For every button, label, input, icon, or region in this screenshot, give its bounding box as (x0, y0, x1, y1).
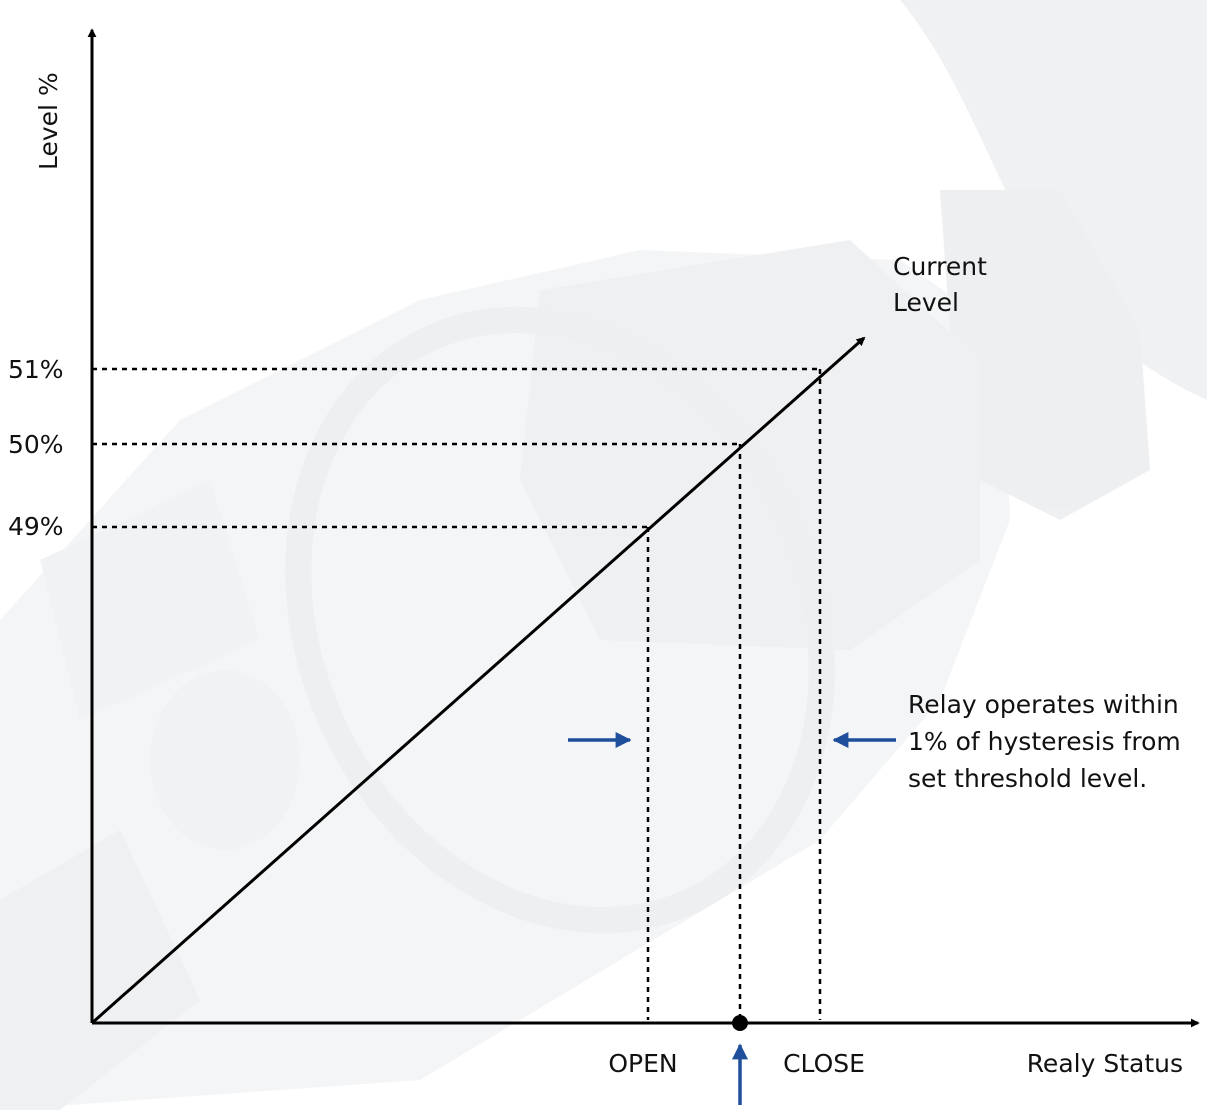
open-status-label: OPEN (608, 1049, 677, 1078)
threshold-point (732, 1015, 748, 1031)
guide-lines (92, 367, 822, 1020)
x-axis-label: Realy Status (1027, 1049, 1183, 1078)
level-49-label: 49% (8, 512, 64, 541)
hysteresis-note-line2: 1% of hysteresis from (908, 727, 1181, 756)
hysteresis-note-line1: Relay operates within (908, 690, 1179, 719)
level-50-label: 50% (8, 430, 64, 459)
hysteresis-note-line3: set threshold level. (908, 764, 1147, 793)
current-level-label-line2: Level (893, 288, 959, 317)
close-status-label: CLOSE (783, 1049, 865, 1078)
level-51-label: 51% (8, 355, 64, 384)
y-axis-label: Level % (34, 72, 63, 170)
current-level-label-line1: Current (893, 252, 987, 281)
current-level-line (91, 336, 866, 1025)
